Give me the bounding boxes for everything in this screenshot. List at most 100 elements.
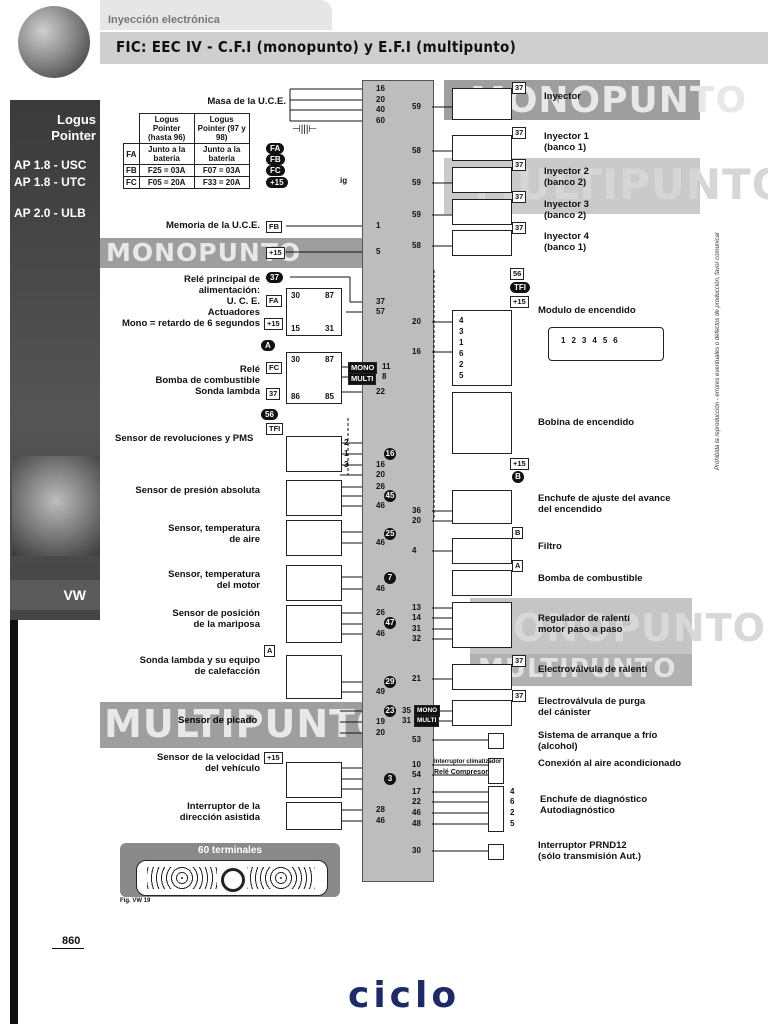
label-line: U. C. E. bbox=[226, 296, 260, 307]
watermark-multipunto-3: MULTIPUNTO bbox=[104, 702, 390, 746]
relay-pin: 85 bbox=[325, 392, 334, 401]
label-interruptor-clim: Interruptor climatizador bbox=[434, 759, 502, 765]
module-pin: 6 bbox=[459, 349, 464, 358]
pin-label: 58 bbox=[412, 146, 421, 155]
label-line: (banco 1) bbox=[544, 142, 587, 153]
pin-label: 48 bbox=[412, 819, 421, 828]
globe-icon bbox=[18, 6, 90, 78]
table-cell: FB bbox=[123, 164, 140, 177]
pin-label: 46 bbox=[412, 808, 421, 817]
module-pin: 5 bbox=[602, 336, 608, 345]
label-sensor-rpm: Sensor de revoluciones y PMS bbox=[115, 433, 254, 444]
label-line: (alcohol) bbox=[538, 741, 578, 752]
label-bobina: Bobina de encendido bbox=[538, 417, 635, 428]
pin-label: 22 bbox=[376, 387, 385, 396]
brand-box: VW bbox=[10, 580, 100, 610]
label-line: Inyector 3 bbox=[544, 199, 589, 210]
pin-label: 35 bbox=[402, 706, 411, 715]
diag-pin: 6 bbox=[510, 797, 515, 806]
watermark-monopunto-3: MONOPUNTO bbox=[474, 606, 766, 650]
engine-usc: AP 1.8 - USC bbox=[14, 158, 87, 172]
pin-label: 13 bbox=[412, 603, 421, 612]
pin-label: 16 bbox=[376, 460, 385, 469]
sensor-air-temp-icon bbox=[286, 520, 342, 556]
tag-37: 37 bbox=[512, 82, 527, 94]
label-line: motor paso a paso bbox=[538, 624, 623, 635]
module-connector: 1 2 3 4 5 6 bbox=[548, 327, 664, 361]
tag-fa: FA bbox=[266, 295, 282, 307]
label-inyector: Inyector bbox=[544, 91, 581, 102]
pin-label: 46 bbox=[376, 584, 385, 593]
marker-23: 23 bbox=[384, 705, 396, 717]
page-title: FIC: EEC IV - C.F.I (monopunto) y E.F.I … bbox=[116, 38, 517, 56]
label-inyector1: Inyector 1(banco 1) bbox=[544, 131, 589, 153]
relay-main: 30 87 15 31 bbox=[286, 288, 342, 336]
tag-multi: MULTI bbox=[348, 373, 377, 385]
ecu-connector-face bbox=[136, 860, 328, 896]
pin-label: 57 bbox=[376, 307, 385, 316]
tag-fc: FC bbox=[266, 362, 282, 374]
label-line: Sonda lambda bbox=[195, 386, 260, 397]
marker-45: 45 bbox=[384, 490, 396, 502]
label-inyector2: Inyector 2(banco 2) bbox=[544, 166, 589, 188]
tag-tfi: TFI bbox=[266, 423, 284, 435]
pin-label: 31 bbox=[402, 716, 411, 725]
label-sensor-picado: Sensor de picado bbox=[178, 715, 258, 726]
pin-label: 60 bbox=[376, 116, 385, 125]
injector1-icon bbox=[452, 135, 512, 161]
label-line: de la mariposa bbox=[193, 619, 260, 630]
tag-fb: FB bbox=[266, 154, 285, 165]
module-connector-pins: 1 2 3 4 5 6 bbox=[549, 328, 663, 345]
prnd-connector bbox=[488, 844, 504, 860]
label-line: Sensor, temperatura bbox=[168, 523, 260, 534]
table-cell: F33 = 20A bbox=[193, 176, 250, 189]
tag-fc: FC bbox=[266, 165, 285, 176]
diagnostic-connector bbox=[488, 786, 504, 832]
relay-pin: 30 bbox=[291, 355, 300, 364]
injector2-icon bbox=[452, 167, 512, 193]
tag-fa: FA bbox=[266, 143, 285, 154]
label-sensor-velocidad: Sensor de la velocidad del vehículo bbox=[104, 752, 260, 774]
pin-label: 46 bbox=[376, 629, 385, 638]
pin-label: 59 bbox=[412, 210, 421, 219]
sensor-throttle-icon bbox=[286, 605, 342, 643]
relay-pump: 30 87 86 85 bbox=[286, 352, 342, 404]
table-row: Logus Pointer (hasta 96) Logus Pointer (… bbox=[124, 113, 250, 144]
pin-label: 1 bbox=[376, 221, 381, 230]
connector-label: 60 terminales bbox=[198, 845, 262, 856]
steering-switch-icon bbox=[286, 802, 342, 830]
tag-a: A bbox=[261, 340, 275, 351]
label-inyector3: Inyector 3(banco 2) bbox=[544, 199, 589, 221]
copyright-note: Prohibida la reproducción - errores even… bbox=[715, 232, 721, 470]
label-modulo: Modulo de encendido bbox=[538, 305, 636, 316]
pin-label: 31 bbox=[412, 624, 421, 633]
label-line: Inyector 1 bbox=[544, 131, 589, 142]
table-row: FB F25 = 03A F07 = 03A bbox=[123, 164, 250, 177]
label-line: del cánister bbox=[538, 707, 591, 718]
pin-label: 20 bbox=[412, 516, 421, 525]
label-electro-ralenti: Electroválvula de ralentí bbox=[538, 664, 648, 675]
ac-connector bbox=[488, 758, 504, 784]
tag-56: 56 bbox=[261, 409, 278, 420]
tag-37: 37 bbox=[512, 655, 527, 667]
tag-15: +15 bbox=[266, 247, 285, 259]
speed-sensor-icon bbox=[286, 762, 342, 798]
relay-pin: 86 bbox=[291, 392, 300, 401]
table-cell: FA bbox=[123, 143, 140, 165]
idle-valve-icon bbox=[452, 664, 512, 690]
injector3-icon bbox=[452, 199, 512, 225]
module-pin: 4 bbox=[459, 316, 464, 325]
module-pin: 4 bbox=[592, 336, 597, 345]
module-pin: 2 bbox=[459, 360, 464, 369]
label-line: Regulador de ralentí bbox=[538, 613, 630, 624]
label-aire-acond: Conexión al aire acondicionado bbox=[538, 758, 682, 769]
fig-label: Fig. VW 19 bbox=[120, 898, 151, 904]
label-line: del encendido bbox=[538, 504, 602, 515]
relay-pin: 15 bbox=[291, 324, 300, 333]
relay-pin: 87 bbox=[325, 355, 334, 364]
pin-label: 2 bbox=[344, 438, 349, 447]
label-interruptor-direccion: Interruptor de la dirección asistida bbox=[104, 801, 260, 823]
tag-15: +15 bbox=[510, 296, 529, 308]
label-sensor-mariposa: Sensor de posición de la mariposa bbox=[104, 608, 260, 630]
